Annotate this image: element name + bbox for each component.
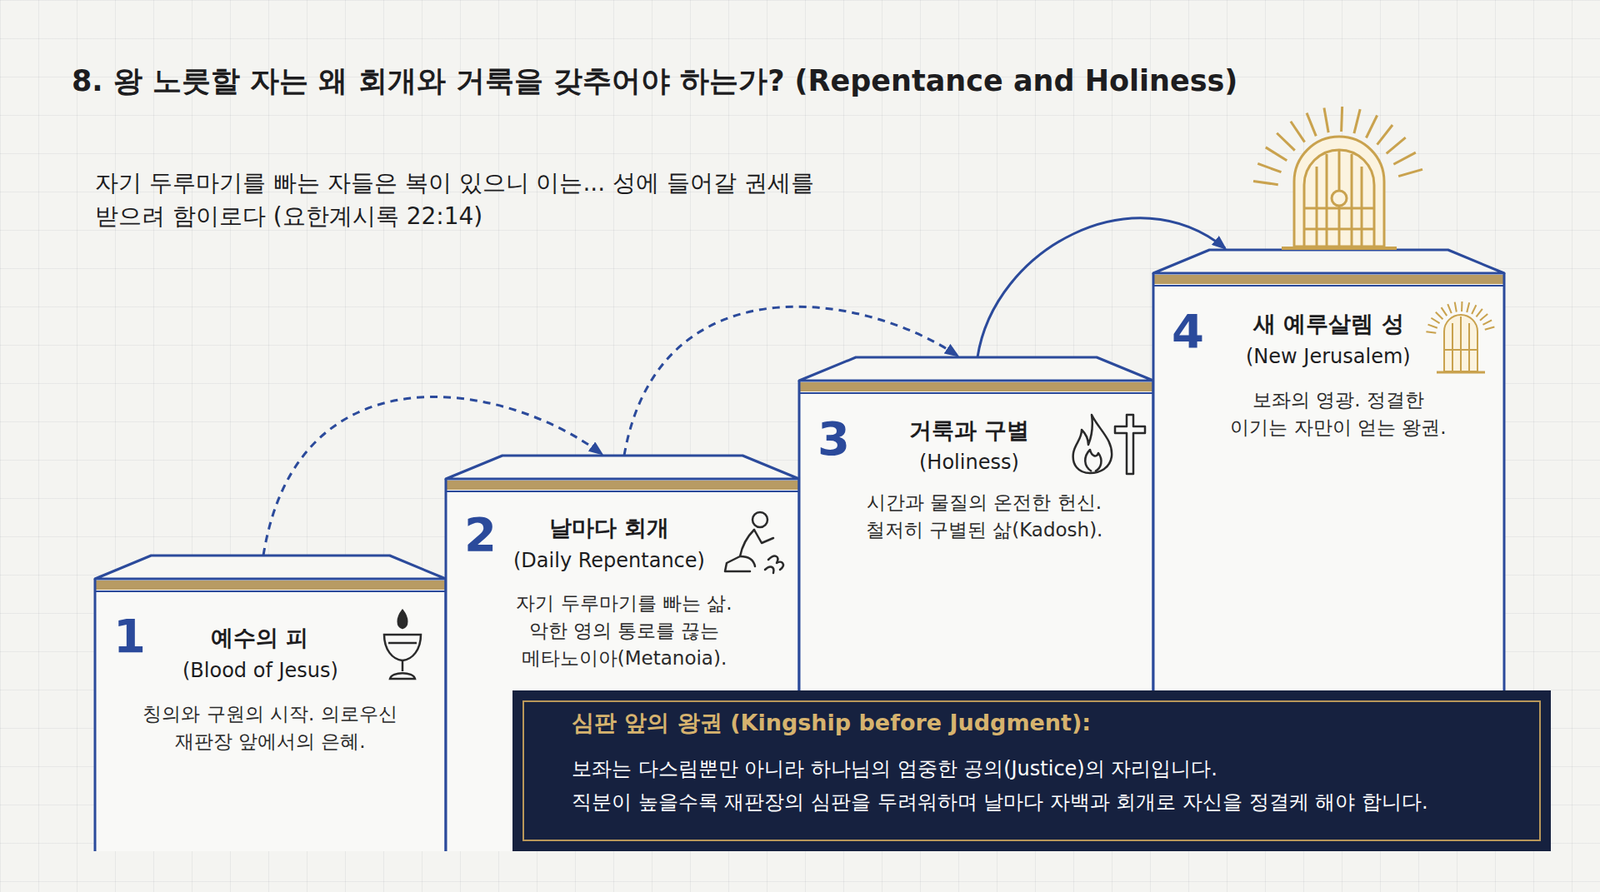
step-rule <box>1153 285 1505 287</box>
step-top-plank <box>799 357 1154 381</box>
ray <box>1435 312 1444 320</box>
ray <box>1430 318 1440 324</box>
step-side <box>94 579 97 852</box>
ray <box>1341 106 1343 132</box>
ray <box>1354 109 1360 134</box>
ray <box>1466 302 1470 313</box>
step-top-plank <box>1153 250 1505 274</box>
step-body: 보좌의 영광. 정결한 이기는 자만이 얻는 왕권. <box>1180 386 1497 442</box>
step-number: 2 <box>464 510 497 560</box>
step-top-plank <box>445 455 800 480</box>
step-side <box>445 479 448 852</box>
panel-heading: 심판 앞의 왕권 (Kingship before Judgment): <box>571 709 1091 738</box>
ray <box>1447 304 1451 314</box>
step-body-fill <box>95 579 446 852</box>
step-gold-band <box>95 580 446 590</box>
gate-illustration <box>1253 106 1423 249</box>
small-gate-icon <box>1425 301 1495 373</box>
step-body: 시간과 물질의 온전한 헌신. 철저히 구별된 삶(Kadosh). <box>825 489 1143 545</box>
step-rule <box>445 490 800 493</box>
ray <box>1276 133 1295 151</box>
diagram-title: 8. 왕 노릇할 자는 왜 회개와 거룩을 갖추어야 하는가? (Repenta… <box>71 61 1238 101</box>
ray <box>1324 108 1329 134</box>
ray <box>1428 325 1438 329</box>
step-rule <box>799 392 1154 395</box>
step-gold-band <box>1153 275 1505 285</box>
judgment-panel: 심판 앞의 왕권 (Kingship before Judgment): 보좌는 … <box>512 690 1551 852</box>
step-subtitle: (New Jerusalem) <box>1245 344 1411 370</box>
ray <box>1265 147 1287 161</box>
ray <box>1485 326 1495 330</box>
ray <box>1365 115 1377 139</box>
step-box: 1 예수의 피 (Blood of Jesus) 칭의와 구원의 시작. 의로우신 재… <box>95 555 446 852</box>
ray <box>1480 314 1488 321</box>
flow-arrow <box>977 218 1225 358</box>
ray <box>1441 307 1448 316</box>
kneeling-person-icon <box>725 512 784 574</box>
step-heading: 거룩과 구별 <box>909 416 1030 445</box>
ray <box>1460 301 1463 312</box>
step-heading: 예수의 피 <box>210 624 309 653</box>
flame-cross-icon <box>1073 415 1145 475</box>
ray <box>1257 163 1281 172</box>
ray <box>1398 169 1423 176</box>
step-number: 1 <box>113 611 146 662</box>
ray <box>1393 152 1415 165</box>
step-subtitle: (Daily Repentance) <box>513 548 705 574</box>
ray <box>1482 320 1492 325</box>
ray <box>1425 331 1436 334</box>
scripture-quote: 자기 두루마기를 빠는 자들은 복이 있으니 이는... 성에 들어갈 권세를 … <box>95 166 829 234</box>
ray <box>1455 302 1457 313</box>
ray <box>1290 121 1305 143</box>
step-rule <box>95 590 446 593</box>
step-top-plank <box>95 555 446 580</box>
step-number: 4 <box>1171 306 1205 357</box>
panel-body: 보좌는 다스림뿐만 아니라 하나님의 엄중한 공의(Justice)의 자리입니… <box>571 754 1522 785</box>
flow-arrow <box>624 306 958 456</box>
step-heading: 날마다 회개 <box>549 514 670 543</box>
ray <box>1377 125 1393 145</box>
ray <box>1306 113 1316 137</box>
ray <box>1386 137 1406 154</box>
step-gold-band <box>799 382 1154 392</box>
ray <box>1253 181 1279 185</box>
step-subtitle: (Blood of Jesus) <box>182 658 339 684</box>
step-gold-band <box>445 480 800 490</box>
step-body: 칭의와 구원의 시작. 의로우신 재판장 앞에서의 은혜. <box>111 700 429 756</box>
panel-body: 직분이 높을수록 재판장의 심판을 두려워하며 날마다 자백과 회개로 자신을 … <box>571 787 1522 818</box>
ray <box>1475 309 1482 317</box>
step-subtitle: (Holiness) <box>919 450 1020 475</box>
ray <box>1471 305 1476 315</box>
chalice-icon <box>384 610 421 680</box>
step-heading: 새 예루살렘 성 <box>1253 310 1405 339</box>
step-number: 3 <box>817 414 850 465</box>
step-body: 자기 두루마기를 빠는 삶. 악한 영의 통로를 끊는 메타노이아(Metano… <box>474 590 775 673</box>
